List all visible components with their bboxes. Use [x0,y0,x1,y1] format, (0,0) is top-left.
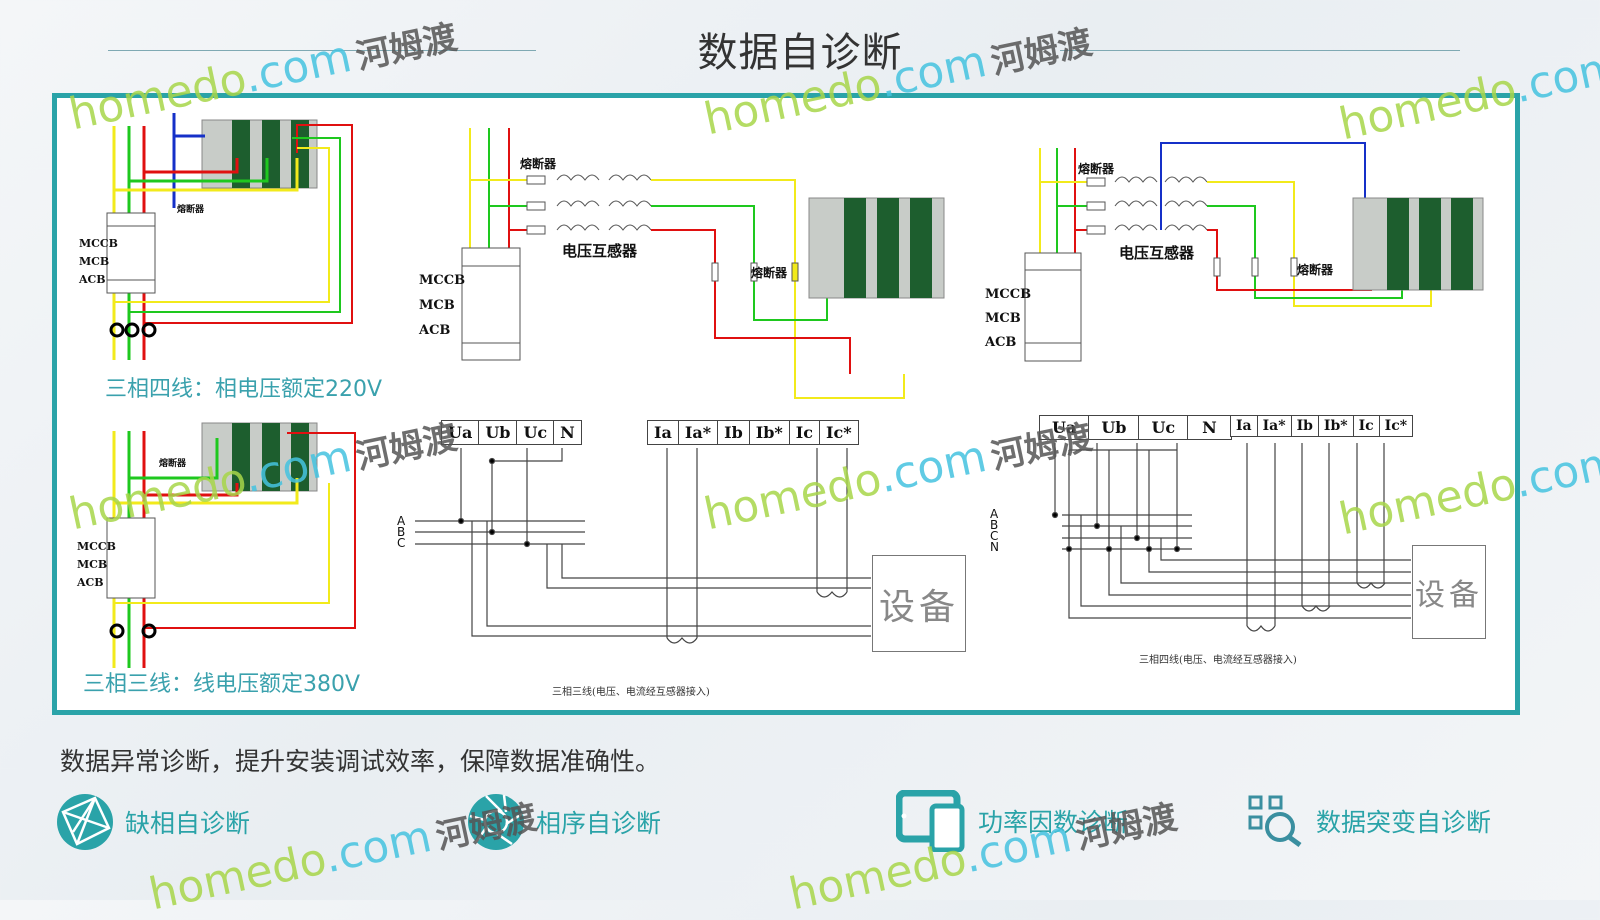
voltage-terminal-block-3p3w: Ua Ub Uc N [441,420,582,445]
phase-labels-3p3w: A B C [397,514,406,550]
terminal: Ic [790,421,821,444]
device-box-3p4w: 设备 [1412,545,1486,639]
terminal: Ic* [1384,418,1408,434]
terminal: Ia [1231,416,1258,436]
wiring-diagrams [106,113,1484,668]
wiring-3p3w-pt [461,128,945,399]
feature-label: 相序自诊断 [536,809,662,838]
feature-description: 数据异常诊断，提升安装调试效率，保障数据准确性。 [60,747,661,776]
breaker-type: MCCB [77,540,116,553]
phase-label: N [990,540,999,554]
breaker-label-bl: MCCB MCB ACB [77,538,116,592]
tablet-phone-icon [896,790,965,852]
diagram-panel: MCCB MCB ACB 熔断器 三相四线：相电压额定220V MCCB MCB… [52,93,1520,715]
feature-label: 缺相自诊断 [125,809,251,838]
breaker-label-tl: MCCB MCB ACB [79,235,118,289]
phase-labels-3p4w: A B C N [990,507,999,554]
fuse-label-tr-2: 熔断器 [1297,263,1334,277]
breaker-label-tm: MCCB MCB ACB [419,268,465,343]
pt-label-tm: 电压互感器 [562,242,638,260]
breaker-type: ACB [985,335,1017,350]
breaker-type: MCB [419,298,455,313]
breaker-type: MCB [77,558,108,571]
schematic-3p4w-lines [1051,443,1411,632]
phase-label: C [990,529,999,543]
feature-phase-loss: 缺相自诊断 [55,792,250,852]
qr-search-icon [1248,795,1302,847]
breaker-type: MCCB [79,237,118,250]
fuse-label-tl: 熔断器 [177,205,205,215]
fuse-label-tm-2: 熔断器 [751,266,788,280]
feature-label: 功率因数诊断 [978,808,1129,837]
wiring-3p4w-direct [106,113,353,360]
phase-label: A [990,507,999,521]
breaker-type: MCCB [985,287,1032,302]
caption-3p3w-ct: 三相三线(电压、电流经互感器接入) [552,687,710,698]
fuse-label-tm: 熔断器 [520,157,557,171]
terminal: N [560,423,575,442]
current-terminal-block-3p4w: Ia Ia* Ib Ib* Ic Ic* [1230,415,1414,437]
terminal: Ub [1089,416,1140,439]
terminal: Ub [479,421,518,444]
terminal: N [1202,418,1217,437]
breaker-label-tr: MCCB MCB ACB [985,283,1031,355]
wiring-3p4w-pt [1024,142,1484,362]
terminal: Uc [1139,416,1189,439]
fuse-label-bl: 熔断器 [159,459,187,469]
terminal: Ia [648,421,679,444]
breaker-type: ACB [79,273,106,286]
globe-network-icon [57,794,113,850]
phase-label: B [397,525,406,539]
phase-label: C [397,536,406,550]
phase-label: B [990,518,999,532]
header-rule-right [1060,50,1460,51]
voltage-terminal-block-3p4w: Ua Ub Uc N [1039,415,1232,440]
terminal: Ia* [679,421,719,444]
terminal: Ib* [750,421,790,444]
pt-label-tr: 电压互感器 [1119,244,1195,262]
wiring-3p3w-direct [106,422,356,668]
breaker-type: ACB [419,323,451,338]
terminal: Uc [517,421,555,444]
phase-label: A [397,514,406,528]
caption-3p4w-ct: 三相四线(电压、电流经互感器接入) [1139,655,1297,666]
terminal: Ua [442,421,480,444]
breaker-type: MCB [79,255,110,268]
feature-phase-sequence: 相序自诊断 [466,792,661,852]
terminal: Ic* [826,423,852,442]
breaker-type: MCCB [419,273,466,288]
feature-power-factor: 功率因数诊断 [896,790,1128,852]
caption-3p4w-direct: 三相四线：相电压额定220V [105,377,383,402]
terminal: Ib* [1319,416,1354,436]
camera-aperture-icon [468,794,524,850]
device-box-3p3w: 设备 [872,555,966,652]
fuse-label-tr: 熔断器 [1078,162,1115,176]
schematic-3p3w-lines [415,448,871,644]
current-terminal-block-3p3w: Ia Ia* Ib Ib* Ic Ic* [647,420,859,445]
feature-data-mutation: 数据突变自诊断 [1248,795,1491,847]
breaker-type: ACB [77,576,104,589]
caption-3p3w-direct: 三相三线：线电压额定380V [83,672,361,697]
page-title: 数据自诊断 [697,30,903,76]
terminal: Ia* [1258,416,1292,436]
terminal: Ib [1292,416,1319,436]
header-rule-left [108,50,536,51]
terminal: Ua [1040,416,1090,439]
terminal: Ic [1354,416,1380,436]
breaker-type: MCB [985,311,1021,326]
feature-label: 数据突变自诊断 [1316,808,1492,837]
terminal: Ib [718,421,750,444]
